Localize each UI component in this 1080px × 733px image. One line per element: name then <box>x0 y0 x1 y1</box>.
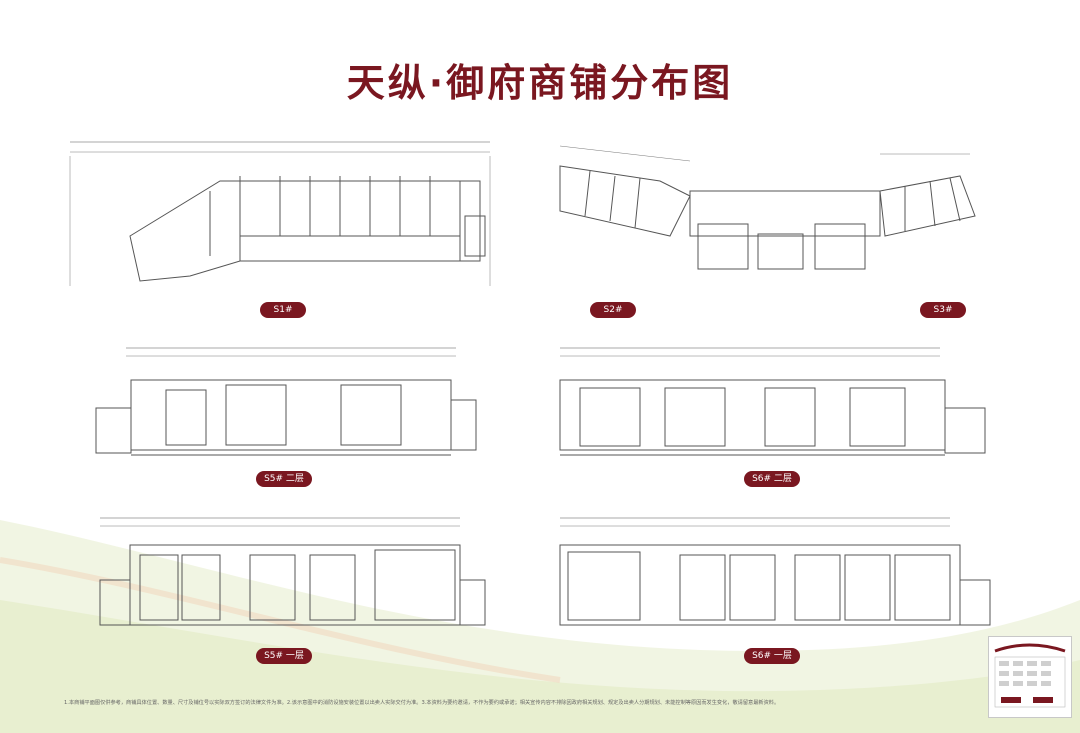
plan-label-s1: S1# <box>260 302 306 318</box>
page-title: 天纵·御府商铺分布图 <box>346 61 734 105</box>
floorplan-s1 <box>60 136 500 296</box>
plan-label-s5-2f: S5# 二层 <box>256 471 312 487</box>
floorplan-s6-1f <box>540 510 1000 640</box>
plan-label-s3: S3# <box>920 302 966 318</box>
disclaimer-notes: 1.本商铺平面图仅供参考，商铺具体位置、数量、尺寸及铺位号以实际双方签订的法律文… <box>64 700 780 706</box>
plan-label-s5-1f: S5# 一层 <box>256 648 312 664</box>
floorplan-s5-2f <box>66 340 477 470</box>
floorplan-s2-s3 <box>540 136 980 276</box>
site-minimap <box>988 636 1072 718</box>
plan-label-s6-2f: S6# 二层 <box>744 471 800 487</box>
floorplan-s6-2f <box>540 340 1010 470</box>
plan-label-s2: S2# <box>590 302 636 318</box>
plan-label-s6-1f: S6# 一层 <box>744 648 800 664</box>
floorplan-s5-1f <box>90 510 490 640</box>
